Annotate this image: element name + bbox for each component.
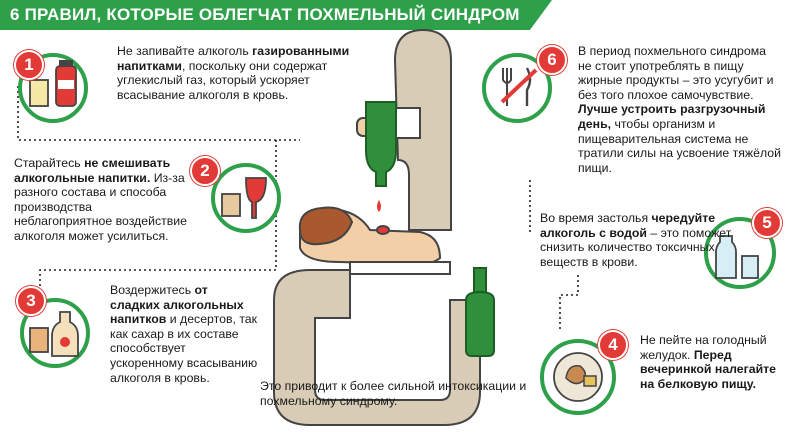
rule-number-badge: 6 xyxy=(537,45,567,75)
title-banner: 6 ПРАВИЛ, КОТОРЫЕ ОБЛЕГЧАТ ПОХМЕЛЬНЫЙ СИ… xyxy=(0,0,552,30)
rule-3-text: Воздержитесь от сладких алкогольных напи… xyxy=(110,283,258,385)
rule-2-text: Старайтесь не смешивать алкогольные напи… xyxy=(14,156,187,243)
pipe xyxy=(273,28,481,426)
rule-6-text: В период похмельного синдрома не стоит у… xyxy=(578,44,782,175)
green-bottle-icon xyxy=(465,267,495,357)
wine-whisky-glasses-icon xyxy=(211,163,281,233)
upside-down-bottle-icon xyxy=(356,101,421,212)
meat-plate-icon xyxy=(540,339,616,415)
rule-number-badge: 4 xyxy=(598,330,628,360)
liqueur-bottles-icon xyxy=(20,298,90,368)
rule-number-badge: 3 xyxy=(16,286,46,316)
rule-number-badge: 5 xyxy=(752,208,782,238)
rule-4-text: Не пейте на голодный желудок. Перед вече… xyxy=(640,333,777,391)
rule-5-text: Во время застолья чередуйте алкоголь с в… xyxy=(540,211,732,269)
rule-1-text: Не запивайте алкоголь газированными напи… xyxy=(117,44,350,102)
no-food-fork-knife-icon xyxy=(482,53,552,123)
rule-number-badge: 2 xyxy=(190,156,220,186)
bottom-caption: Это приводит к более сильной интоксикаци… xyxy=(260,379,527,408)
page-title: 6 ПРАВИЛ, КОТОРЫЕ ОБЛЕГЧАТ ПОХМЕЛЬНЫЙ СИ… xyxy=(10,5,520,24)
water-bottle-glass-icon xyxy=(704,217,776,289)
lying-man-figure xyxy=(298,206,451,275)
rule-number-badge: 1 xyxy=(14,50,44,80)
